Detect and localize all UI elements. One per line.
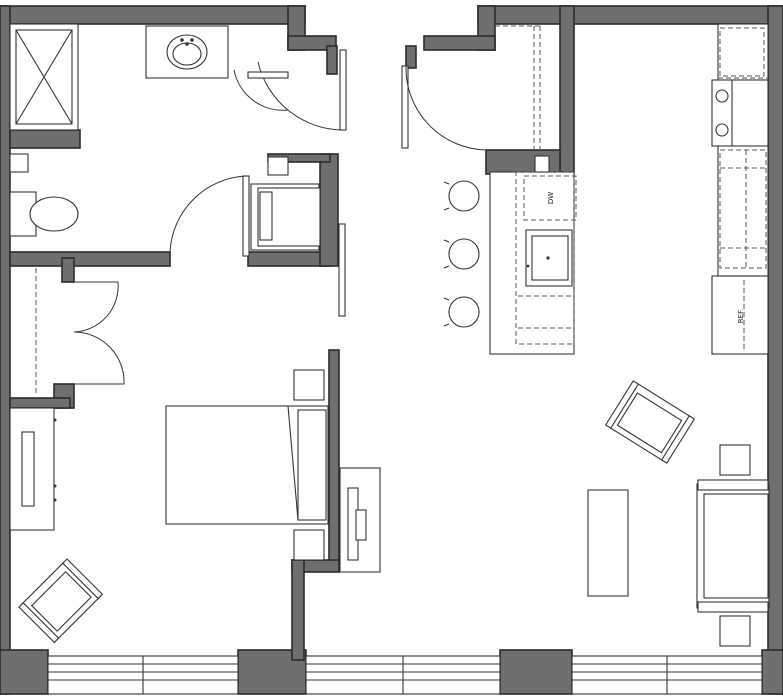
window-living-2 (571, 655, 763, 695)
bathroom (9, 23, 321, 251)
end-table-south (719, 615, 751, 647)
sofa (696, 479, 770, 613)
refrigerator: REF. (711, 275, 769, 355)
closet-sill (9, 397, 71, 409)
bed (165, 369, 329, 561)
bar-stools (443, 180, 480, 328)
vestibule-stub-east (405, 45, 417, 69)
washer-dryer (250, 156, 321, 251)
north-wall-left (0, 5, 306, 25)
south-pier-4 (761, 649, 783, 695)
window-living-1 (305, 655, 501, 695)
tv-console (339, 467, 381, 573)
entry-door-right (401, 65, 487, 151)
pantry (495, 25, 541, 150)
refrigerator-label: REF. (737, 309, 745, 323)
west-wall (0, 5, 11, 695)
living-room (587, 380, 770, 647)
shower-wall (9, 129, 81, 149)
nightstand-south (293, 529, 325, 561)
bedroom-partition-lower (291, 559, 305, 661)
coffee-table (587, 489, 629, 597)
bath-south-wall (9, 251, 171, 267)
vestibule-jamb-west (287, 35, 337, 51)
walls (0, 5, 783, 695)
bedroom-partition-upper (328, 349, 340, 571)
closet-east-wall (319, 153, 339, 267)
kitchen-island: DW (489, 155, 577, 355)
closet-post-top (61, 257, 75, 283)
windows (47, 655, 763, 695)
dishwasher-label: DW (547, 192, 555, 204)
closet-south-wall (247, 251, 331, 267)
nightstand-north (293, 369, 325, 401)
bedroom-armchair (18, 558, 104, 644)
shower (9, 23, 79, 131)
closet (9, 268, 57, 531)
bar-stool (443, 296, 480, 328)
vestibule-jamb-east (423, 35, 496, 51)
kitchen: DW (443, 23, 769, 355)
south-pier-3 (499, 649, 573, 695)
sink-vanity (145, 25, 229, 79)
end-table-north (719, 444, 751, 476)
kitchen-counter (711, 23, 769, 277)
closet-bifold-doors (73, 281, 125, 385)
south-pier-1 (0, 649, 49, 695)
doors (73, 49, 487, 385)
window-bedroom (47, 655, 239, 695)
bathroom-door (169, 175, 250, 257)
north-wall-right (477, 5, 783, 25)
toilet (9, 153, 79, 237)
bedroom-door (338, 223, 346, 317)
bath-vestibule-door (233, 69, 289, 111)
bar-stool (443, 180, 480, 212)
bar-stool (443, 238, 480, 270)
vestibule-stub-west (326, 45, 338, 75)
east-wall (767, 5, 783, 695)
living-armchair (604, 380, 696, 464)
kitchen-partition (559, 5, 575, 175)
bedroom (9, 268, 329, 644)
